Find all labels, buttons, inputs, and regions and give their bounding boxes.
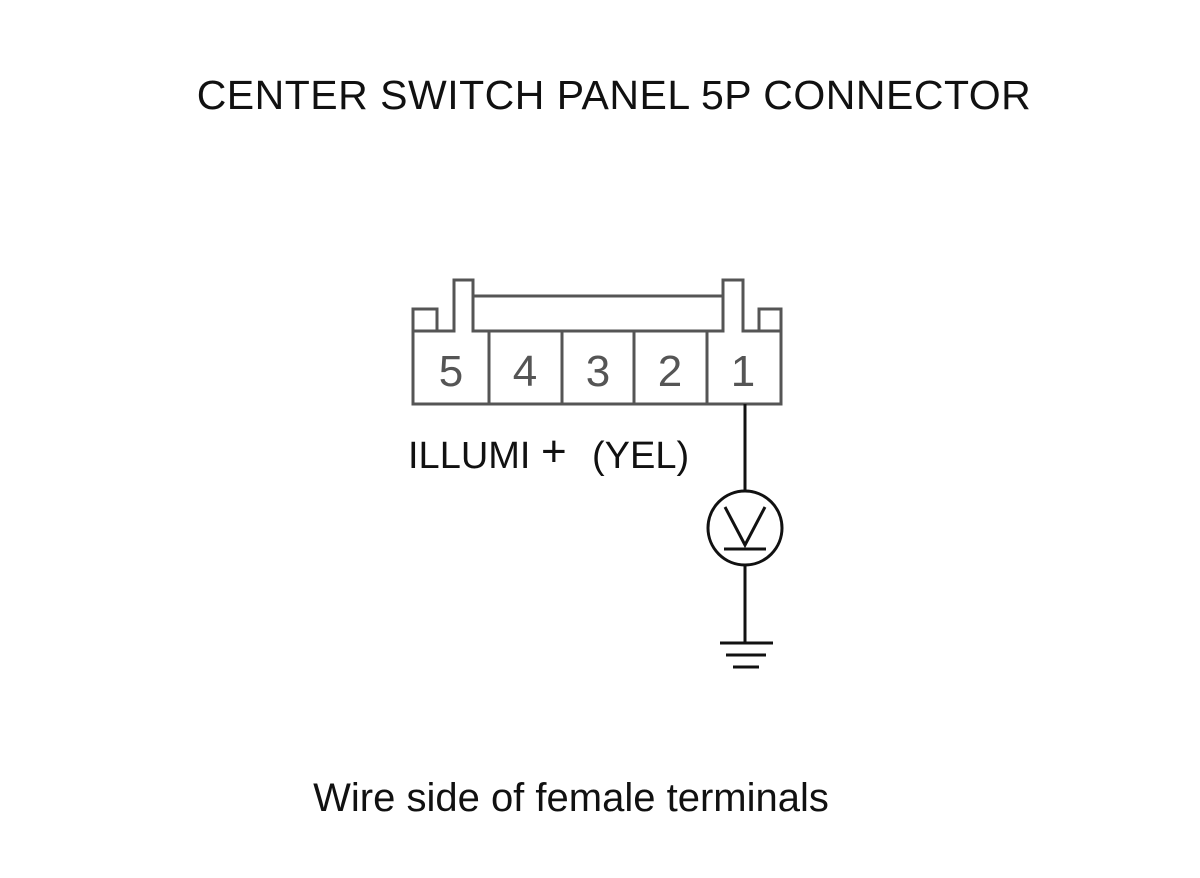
pin-1: 1 xyxy=(731,347,755,396)
wire-color-code: (YEL) xyxy=(592,435,689,477)
pin-2: 2 xyxy=(658,347,682,396)
pin-4: 4 xyxy=(513,347,537,396)
voltmeter-icon xyxy=(706,489,784,567)
wire-signal-label: ILLUMI xyxy=(408,435,530,477)
pin-3: 3 xyxy=(586,347,610,396)
diagram-title: CENTER SWITCH PANEL 5P CONNECTOR xyxy=(196,72,1032,118)
wire-plus-sign: + xyxy=(541,427,567,476)
diagram-caption: Wire side of female terminals xyxy=(313,776,829,820)
connector-housing xyxy=(411,278,783,406)
pin-5: 5 xyxy=(439,347,463,396)
ground-icon xyxy=(720,641,773,669)
